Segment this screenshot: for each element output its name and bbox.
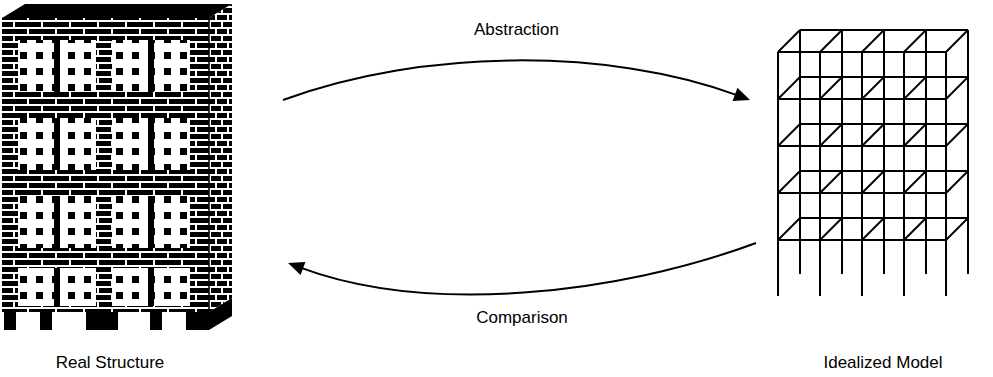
brick-building: [2, 4, 232, 330]
arrow-label: Abstraction: [471, 20, 562, 40]
figure-caption: Idealized Model: [768, 353, 993, 373]
curved-arrow: [288, 243, 756, 294]
figure-caption: Real Structure: [0, 353, 220, 373]
illustration-node: Real Structure: [0, 0, 220, 377]
curved-arrow: [283, 60, 750, 101]
wireframe-model: [778, 30, 968, 296]
illustration-node: Idealized Model: [768, 0, 993, 377]
arrow-label: Comparison: [473, 308, 571, 328]
